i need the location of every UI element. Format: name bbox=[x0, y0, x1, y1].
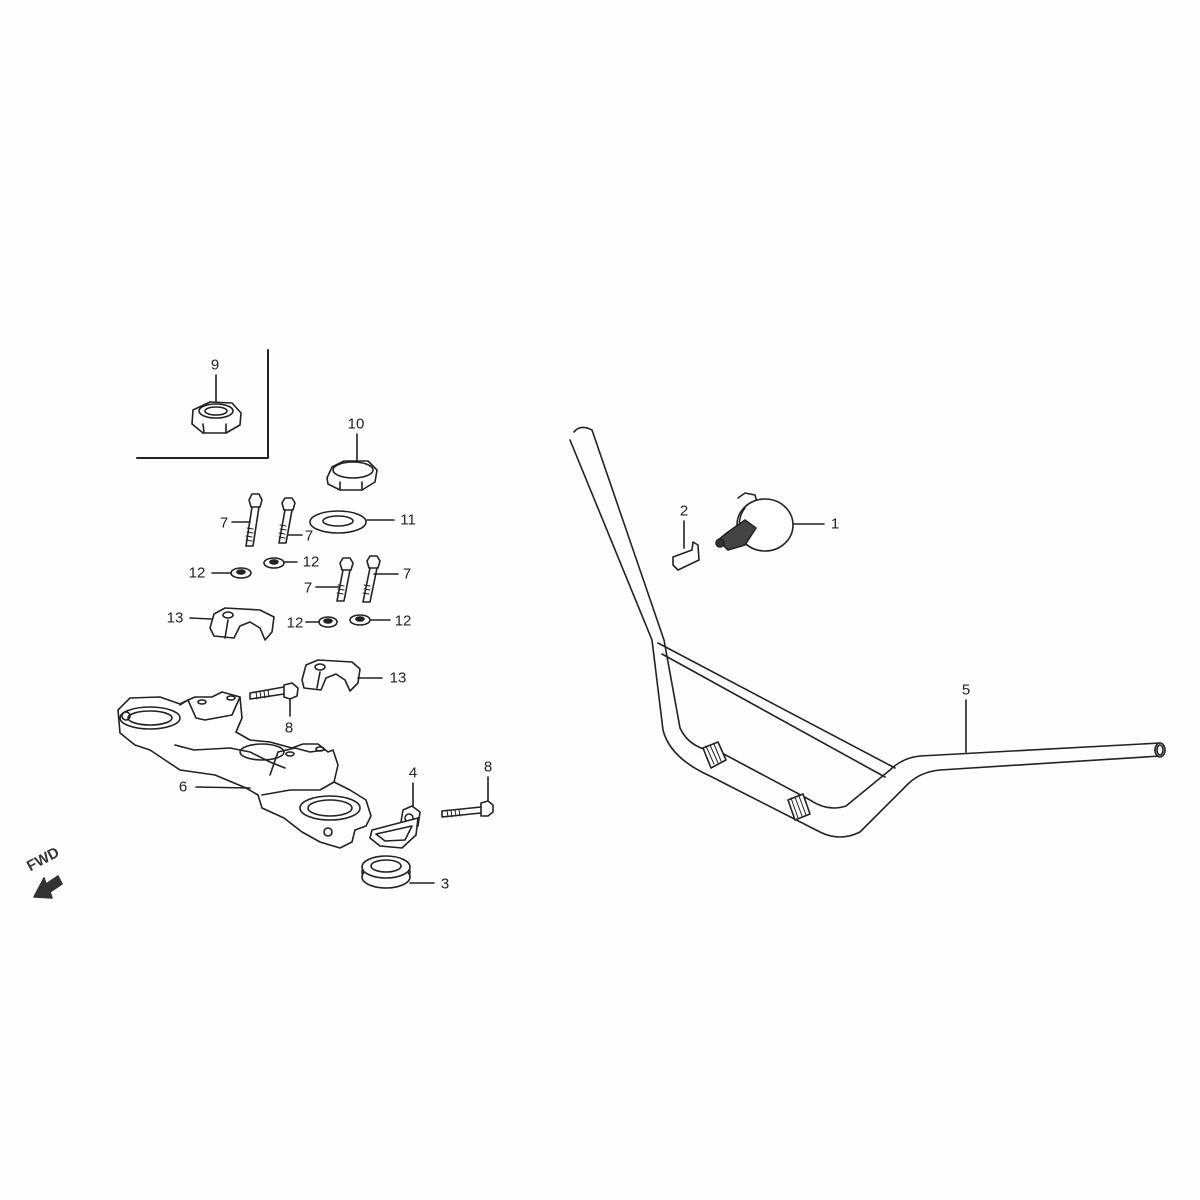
callout-11: 11 bbox=[400, 511, 416, 529]
part-3-seal bbox=[361, 855, 435, 889]
callout-9: 9 bbox=[210, 356, 220, 374]
part-10-cap-nut bbox=[326, 433, 378, 491]
part-13-holder-a bbox=[189, 607, 275, 641]
callout-12c: 12 bbox=[286, 614, 304, 632]
callout-3: 3 bbox=[440, 875, 450, 893]
part-12-washer-d bbox=[349, 614, 391, 626]
callout-12b: 12 bbox=[302, 553, 320, 571]
part-12-washer-b bbox=[263, 557, 298, 569]
callout-7b: 7 bbox=[304, 527, 314, 545]
part-8-bolt-a bbox=[249, 682, 299, 717]
callout-12a: 12 bbox=[188, 564, 206, 582]
part-2-clip bbox=[672, 520, 700, 571]
part-4-cable-guide bbox=[369, 782, 421, 849]
callout-2: 2 bbox=[679, 502, 689, 520]
part-7-bolt-a bbox=[231, 493, 263, 547]
part-12-washer-c bbox=[305, 616, 338, 628]
callout-7c: 7 bbox=[303, 579, 313, 597]
callout-8b: 8 bbox=[483, 758, 493, 776]
callout-6: 6 bbox=[178, 778, 188, 796]
part-12-washer-a bbox=[211, 567, 252, 579]
part-13-holder-b bbox=[301, 659, 383, 692]
callout-4: 4 bbox=[408, 764, 418, 782]
callout-10: 10 bbox=[347, 415, 365, 433]
callout-5: 5 bbox=[961, 681, 971, 699]
callout-8a: 8 bbox=[284, 719, 294, 737]
inset-frame bbox=[136, 349, 269, 459]
part-9-nut bbox=[191, 374, 242, 434]
part-11-washer bbox=[309, 510, 395, 534]
callout-7a: 7 bbox=[219, 514, 229, 532]
part-1-switch-housing bbox=[715, 492, 825, 552]
callout-13b: 13 bbox=[389, 669, 407, 687]
callout-13a: 13 bbox=[166, 609, 184, 627]
fwd-arrow-icon bbox=[33, 875, 63, 899]
part-7-bolt-d bbox=[362, 555, 399, 603]
callout-1: 1 bbox=[830, 515, 840, 533]
part-5-handlebar bbox=[569, 426, 1166, 838]
part-7-bolt-b bbox=[278, 497, 303, 544]
callout-12d: 12 bbox=[394, 612, 412, 630]
callout-7d: 7 bbox=[402, 565, 412, 583]
part-8-bolt-b bbox=[441, 776, 494, 818]
part-7-bolt-c bbox=[315, 557, 354, 602]
part-6-top-bridge bbox=[117, 691, 372, 849]
